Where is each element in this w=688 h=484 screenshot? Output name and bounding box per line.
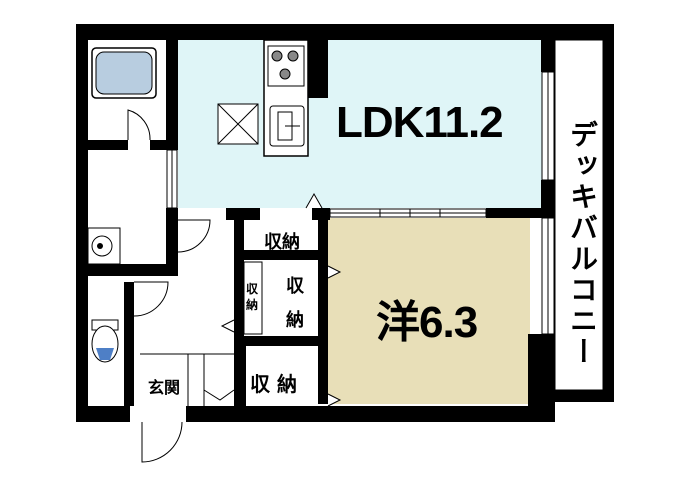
storage-small-label-1: 収: [246, 282, 259, 296]
small-storage-box: [243, 261, 263, 335]
wash-door: [177, 219, 211, 253]
storage-mid-label-1: 収: [286, 276, 304, 297]
ldk-label: LDK11.2: [336, 98, 504, 147]
storage-mid-label-2: 納: [286, 310, 304, 331]
wash-window: [166, 149, 178, 209]
kitchen-counter: [263, 39, 309, 157]
balcony-label: デッキバルコニー: [566, 120, 599, 368]
storage-doors: [220, 192, 342, 407]
entrance-step: [140, 353, 235, 406]
walls: [76, 24, 614, 422]
sliding-door: [329, 208, 487, 218]
balcony-windows: [541, 71, 555, 335]
bathtub: [91, 47, 157, 99]
entrance-door: [141, 421, 183, 463]
storage-top-label: 収納: [264, 232, 300, 253]
storage-bottom-label: 収 納: [250, 372, 297, 396]
balcony-area: [554, 39, 604, 391]
toilet: [91, 319, 119, 363]
toilet-door: [133, 281, 169, 317]
bath-door: [127, 109, 151, 141]
entrance-label: 玄関: [148, 378, 181, 397]
western-room-label: 洋6.3: [376, 298, 478, 347]
washbasin: [87, 227, 121, 265]
storage-small-label-2: 納: [246, 298, 259, 312]
refrigerator-space: [217, 103, 259, 145]
western-room-area: [325, 218, 530, 404]
